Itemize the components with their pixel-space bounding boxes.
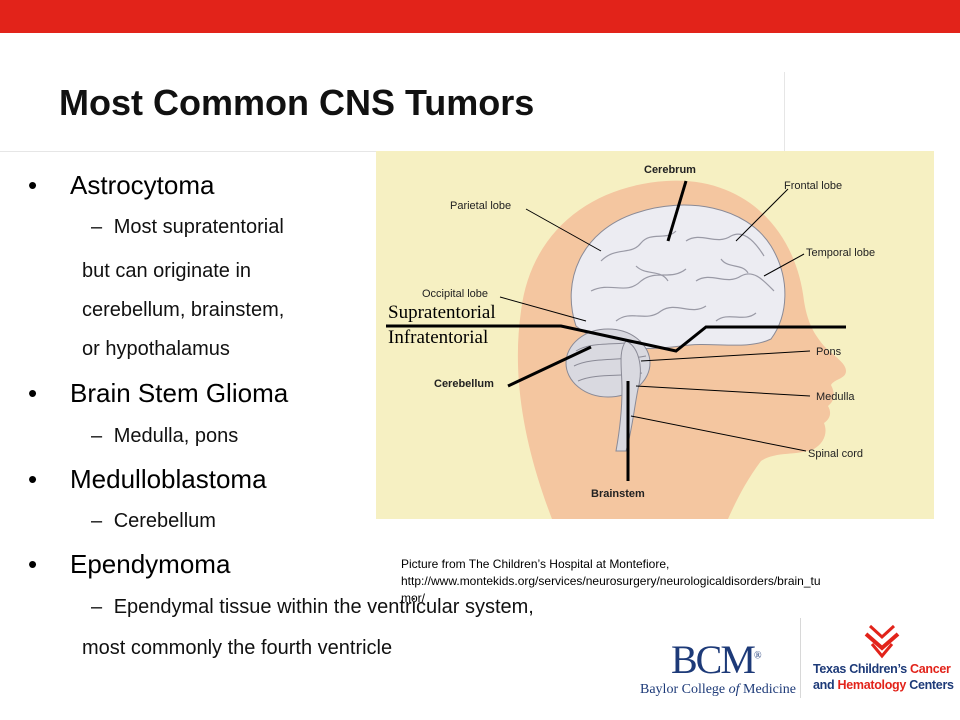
sub-bullet-continuation: or hypothalamus [82, 338, 230, 360]
sub-bullet: – Most supratentorial [91, 216, 284, 239]
bullet-dot: • [28, 378, 38, 408]
bcm-subtitle-part: Medicine [739, 682, 796, 697]
caption-url: http://www.montekids.org/services/neuros… [401, 574, 821, 588]
brain-gyri [590, 230, 775, 322]
chevron-hands-icon [864, 624, 900, 659]
bullet-dot: • [28, 549, 38, 579]
logo-separator [800, 618, 801, 698]
tch-logo-line1: Texas Children’s Cancer [813, 662, 951, 676]
vertical-divider [784, 72, 785, 152]
bullet-label: Brain Stem Glioma [70, 378, 289, 408]
bcm-subtitle-part: Baylor College [640, 682, 729, 697]
bullet-label: Medulloblastoma [70, 464, 267, 494]
tch-text-accent: Hematology [837, 678, 907, 692]
bcm-logo-subtitle: Baylor College of Medicine [640, 682, 796, 698]
tch-logo: Texas Children’s Cancer and Hematology C… [810, 622, 958, 702]
sub-bullet-continuation: cerebellum, brainstem, [82, 299, 285, 321]
bullet-dot: • [28, 464, 38, 494]
label-cerebrum: Cerebrum [644, 164, 696, 176]
sub-bullet-text: Medulla, pons [113, 425, 239, 447]
tch-text: and [813, 678, 838, 692]
sub-bullet-dash: – [91, 596, 103, 618]
sub-bullet: – Medulla, pons [91, 425, 238, 448]
bcm-subtitle-part: of [728, 682, 740, 697]
bullet-dot: • [28, 170, 38, 200]
caption-source: Picture from The Children’s Hospital at … [401, 557, 670, 571]
label-cerebellum: Cerebellum [434, 378, 494, 390]
pointer-lines [499, 180, 811, 481]
label-occipital-lobe: Occipital lobe [422, 288, 488, 300]
brain-anatomy-figure: Cerebrum Frontal lobe Parietal lobe Temp… [376, 151, 934, 519]
label-frontal-lobe: Frontal lobe [784, 180, 842, 192]
image-caption: Picture from The Children’s Hospital at … [401, 556, 921, 607]
bullet-label: Ependymoma [70, 549, 231, 579]
sub-bullet: – Cerebellum [91, 510, 216, 533]
sub-bullet: – Ependymal tissue within the ventricula… [91, 596, 534, 619]
bcm-logo-letters: BCM® [671, 636, 761, 683]
sub-bullet-continuation: most commonly the fourth ventricle [82, 637, 393, 659]
slide-title: Most Common CNS Tumors [59, 82, 535, 123]
label-supratentorial: Supratentorial [388, 302, 496, 323]
tch-text: Centers [906, 678, 954, 692]
caption-url-end: mor/ [401, 591, 425, 605]
sub-bullet-dash: – [91, 425, 103, 447]
label-pons: Pons [816, 346, 842, 358]
sub-bullet-text: Most supratentorial [113, 216, 284, 238]
sub-bullet-continuation: but can originate in [82, 260, 252, 282]
sub-bullet-dash: – [91, 216, 103, 238]
tentorium-line [386, 324, 846, 353]
label-infratentorial: Infratentorial [388, 327, 488, 348]
top-accent-bar [0, 0, 960, 33]
tch-text-accent: Cancer [910, 662, 951, 676]
bcm-logo: BCM® Baylor College of Medicine [640, 630, 796, 700]
brain-diagram: Cerebrum Frontal lobe Parietal lobe Temp… [386, 164, 875, 519]
label-temporal-lobe: Temporal lobe [806, 247, 875, 259]
bcm-letters-text: BCM [671, 637, 756, 682]
sub-bullet-text: Cerebellum [113, 510, 216, 532]
bullet-label: Astrocytoma [70, 170, 215, 200]
label-brainstem: Brainstem [591, 488, 645, 500]
title-divider [0, 151, 380, 152]
tch-text: Texas Children’s [813, 662, 911, 676]
brain-cerebrum [570, 204, 786, 350]
sub-bullet-dash: – [91, 510, 103, 532]
registered-mark: ® [753, 650, 761, 662]
tch-logo-line2: and Hematology Centers [813, 678, 954, 692]
label-medulla: Medulla [816, 391, 855, 403]
label-spinal-cord: Spinal cord [808, 448, 863, 460]
sub-bullet-text: Ependymal tissue within the ventricular … [113, 596, 534, 618]
label-parietal-lobe: Parietal lobe [450, 200, 511, 212]
